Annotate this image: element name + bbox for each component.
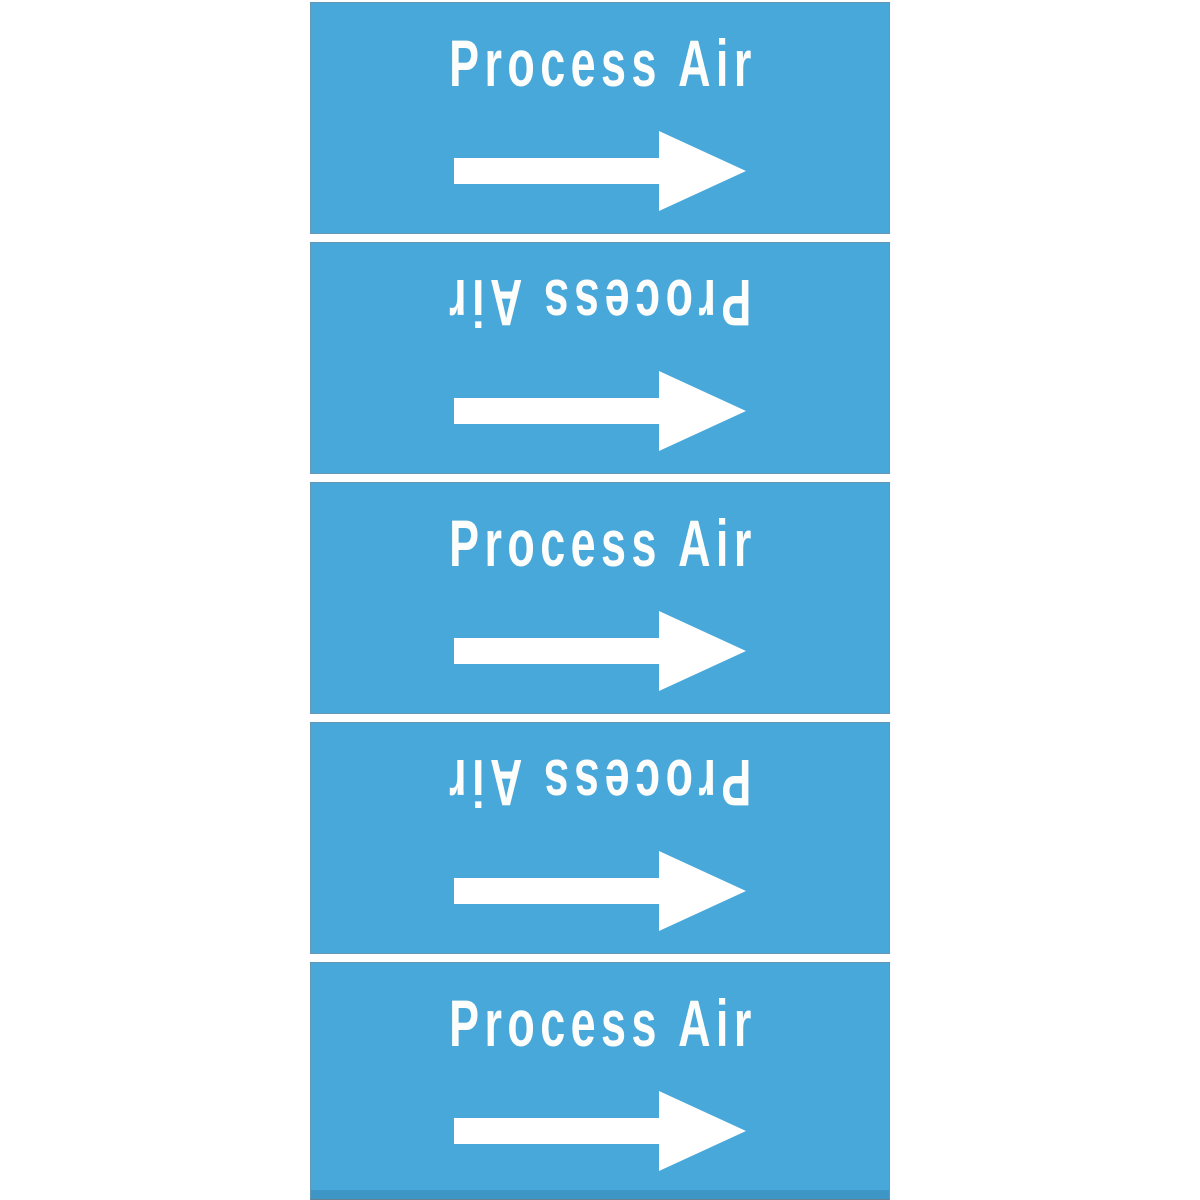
marker-text-label: Process Air [448,506,757,580]
flow-direction-right-arrow-icon [454,1091,746,1171]
marker-text-label: Process Air [448,986,757,1060]
marker-text: Process Air [311,963,889,1083]
marker-text: Process Air [311,723,889,843]
marker-text: Process Air [311,3,889,123]
flow-direction-right-arrow-icon [454,131,746,211]
flow-direction-right-arrow-icon [454,611,746,691]
pipe-marker-label: Process Air [310,962,890,1200]
marker-text: Process Air [311,243,889,363]
pipe-marker-label: Process Air [310,242,890,474]
marker-text-label: Process Air [443,266,752,340]
marker-text-label: Process Air [448,26,757,100]
pipe-marker-label: Process Air [310,482,890,714]
marker-text-label: Process Air [443,746,752,820]
pipe-marker-label: Process Air [310,722,890,954]
pipe-marker-sheet: Process Air Process Air Process Air Proc… [310,2,890,1200]
pipe-marker-label: Process Air [310,2,890,234]
marker-text: Process Air [311,483,889,603]
flow-direction-right-arrow-icon [454,851,746,931]
flow-direction-right-arrow-icon [454,371,746,451]
